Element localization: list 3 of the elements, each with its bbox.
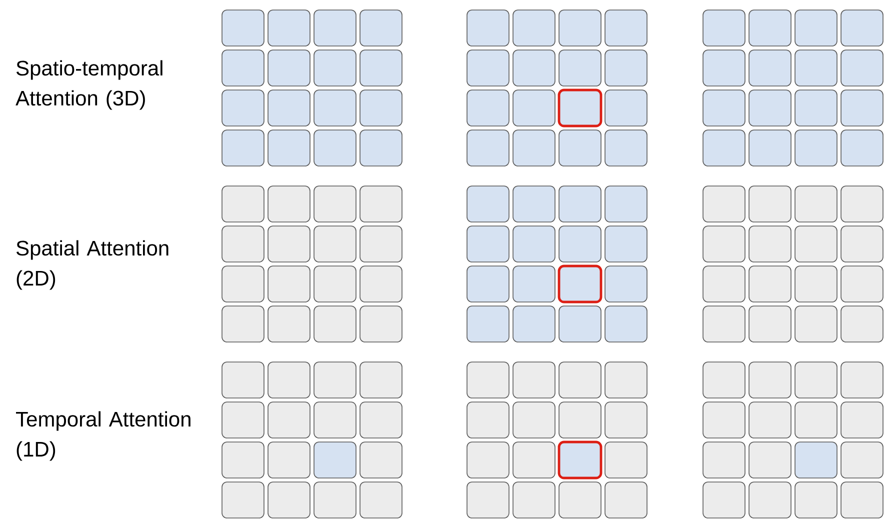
row-label: Spatio-temporal Attention (3D): [16, 60, 162, 110]
row-label: Spatial Attention (2D): [16, 240, 168, 290]
row-label: Temporal Attention (1D): [16, 411, 190, 461]
